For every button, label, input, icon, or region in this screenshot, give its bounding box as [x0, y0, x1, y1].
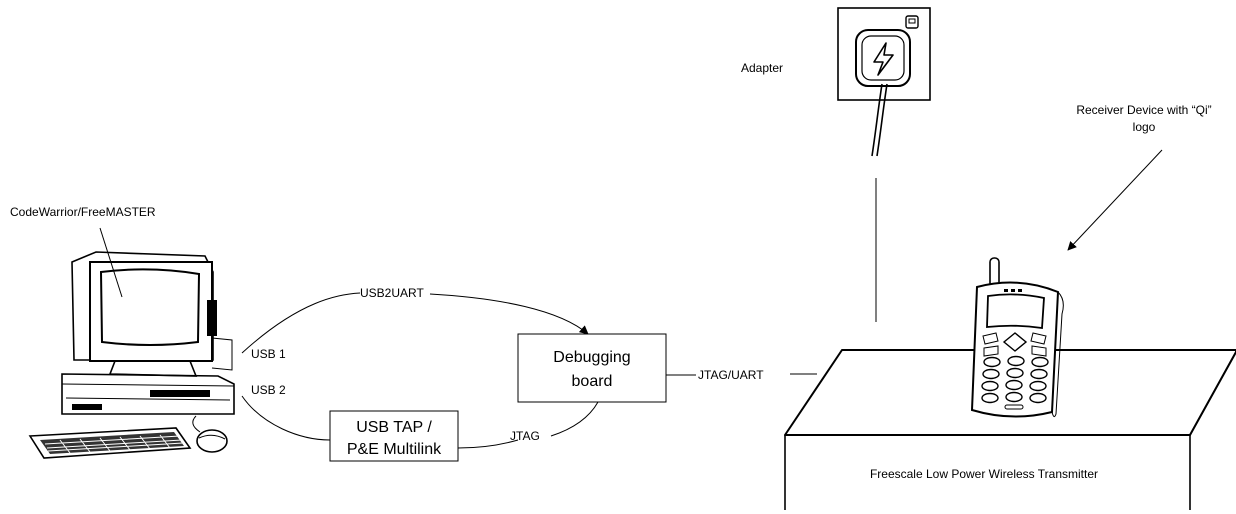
tap-to-jtag-curve — [457, 439, 519, 449]
usb-tap-label-line2: P&E Multilink — [347, 441, 442, 458]
transmitter-label: Freescale Low Power Wireless Transmitter — [870, 467, 1098, 481]
usb1-uart-curve — [241, 292, 361, 354]
usb2uart-label: USB2UART — [360, 286, 424, 300]
debugging-board-box: Debugging board — [517, 333, 667, 403]
codewarrior-leader-line — [99, 227, 123, 298]
adapter-label: Adapter — [741, 61, 783, 75]
computer-icon — [28, 251, 235, 459]
receiver-pointer-arrow — [1067, 149, 1163, 251]
adapter-icon — [837, 7, 931, 157]
usb-tap-label-line1: USB TAP / — [356, 419, 432, 436]
debugging-board-label-line1: Debugging — [553, 349, 630, 366]
usb2-label: USB 2 — [251, 383, 286, 397]
jtag-uart-label: JTAG/UART — [698, 368, 764, 382]
jtag-label: JTAG — [510, 429, 540, 443]
usb-tap-box: USB TAP / P&E Multilink — [329, 410, 459, 462]
usb2uart-arrow — [429, 293, 589, 335]
phone-icon — [970, 257, 1064, 418]
codewarrior-label: CodeWarrior/FreeMASTER — [10, 205, 156, 219]
jtag-to-debug-curve — [550, 401, 599, 437]
debugging-board-label-line2: board — [572, 373, 613, 390]
usb1-label: USB 1 — [251, 347, 286, 361]
receiver-label-line1: Receiver Device with “Qi” — [1076, 103, 1211, 117]
receiver-label-line2: logo — [1133, 120, 1156, 134]
usb2-to-tap-curve — [241, 395, 331, 441]
